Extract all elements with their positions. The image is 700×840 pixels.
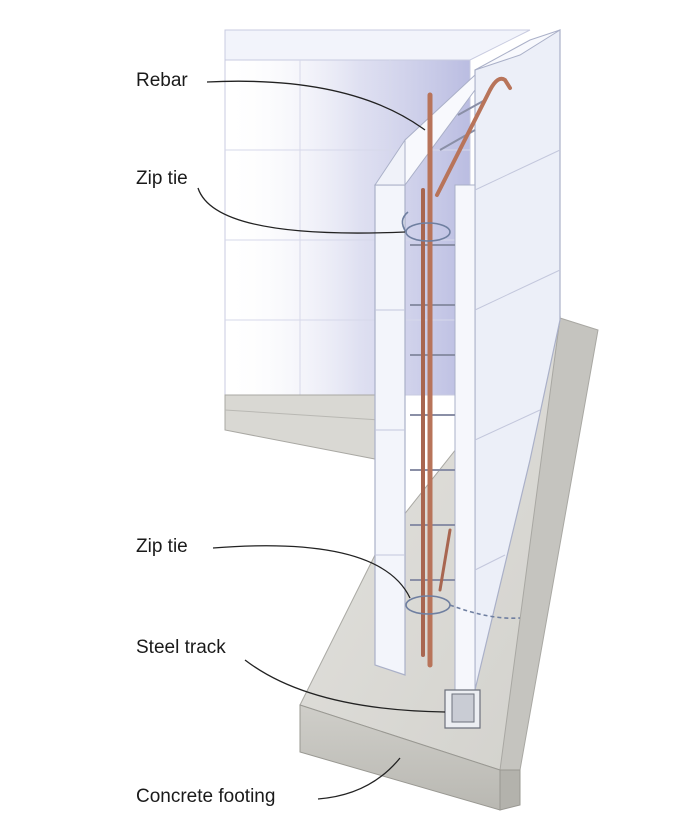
leader-rebar [206, 80, 426, 131]
leader-steel-track [244, 659, 446, 713]
inner-foam-panel [374, 73, 476, 676]
label-rebar: Rebar [136, 70, 188, 91]
leader-zip-tie-top [197, 187, 406, 234]
rebar [421, 76, 512, 668]
leader-concrete-footing [317, 757, 401, 800]
steel-track [444, 689, 481, 729]
back-footing [224, 394, 381, 461]
leader-lines [197, 80, 446, 800]
label-zip-tie-bottom: Zip tie [136, 536, 188, 557]
label-concrete-footing: Concrete footing [136, 786, 276, 807]
zip-ties [401, 211, 521, 620]
label-steel-track: Steel track [136, 637, 226, 658]
label-zip-tie-top: Zip tie [136, 168, 188, 189]
leader-zip-tie-bottom [212, 545, 411, 599]
outer-foam-panel [454, 29, 561, 691]
